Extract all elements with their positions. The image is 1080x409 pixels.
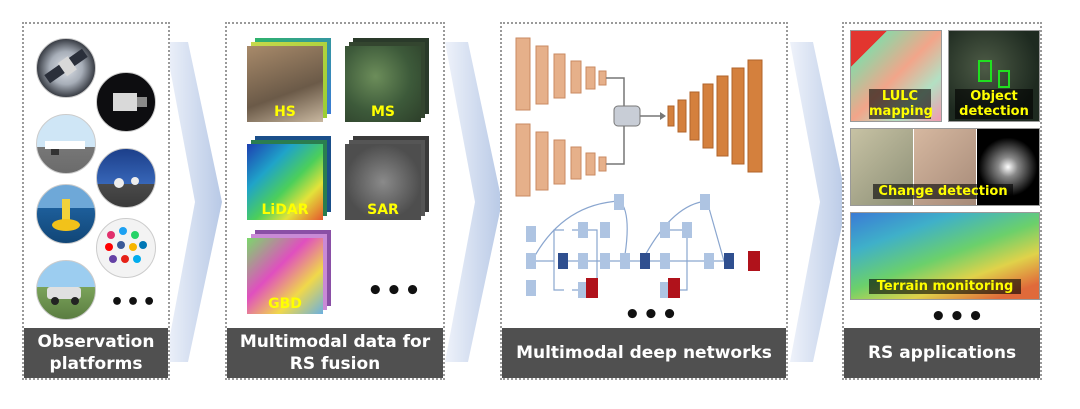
lidar-label: LiDAR xyxy=(261,202,309,218)
applications-ellipsis: ••• xyxy=(930,302,986,332)
aircraft-image xyxy=(36,114,96,174)
lulc-mapping-label-line2: mapping xyxy=(869,104,933,119)
flow-arrow-3 xyxy=(790,42,847,362)
observation-platforms-label-line2: platforms xyxy=(49,354,143,374)
rs-applications-panel: LULC mapping Object detection Change det… xyxy=(842,22,1042,380)
lulc-mapping-label-line1: LULC xyxy=(881,89,919,104)
deep-networks-label: Multimodal deep networks xyxy=(502,328,786,378)
observatory-image xyxy=(96,148,156,208)
lulc-mapping-label: LULC mapping xyxy=(869,89,933,119)
lidar-tile: LiDAR xyxy=(247,136,331,220)
change-detection-tile: Change detection xyxy=(850,128,1040,206)
decoder xyxy=(667,59,763,173)
sar-label: SAR xyxy=(367,202,399,218)
rs-applications-label: RS applications xyxy=(844,328,1040,378)
graph-nodes xyxy=(526,194,760,298)
platforms-ellipsis: ••• xyxy=(110,290,159,315)
bottom-encoder xyxy=(515,123,607,197)
network-diagram xyxy=(515,37,763,298)
multimodal-data-label-line1: Multimodal data for xyxy=(239,332,431,352)
sar-tile: SAR xyxy=(345,136,429,220)
buoy-image xyxy=(36,184,96,244)
hs-tile: HS xyxy=(247,38,331,122)
object-detection-label: Object detection xyxy=(955,89,1033,119)
satellite-image xyxy=(36,38,96,98)
data-ellipsis: ••• xyxy=(367,276,423,306)
object-detection-tile: Object detection xyxy=(948,30,1040,122)
spacecraft-image xyxy=(96,72,156,132)
multimodal-data-label-line2: RS fusion xyxy=(289,354,381,374)
flow-arrow-1 xyxy=(165,42,222,362)
observation-platforms-label-line1: Observation xyxy=(37,332,155,352)
ms-label: MS xyxy=(370,104,395,120)
multimodal-data-panel: HS MS LiDAR SAR GBD ••• Multimodal data … xyxy=(225,22,445,380)
ms-tile: MS xyxy=(345,38,429,122)
top-encoder xyxy=(515,37,607,111)
graph-network xyxy=(531,200,725,291)
deep-networks-panel: ••• Multimodal deep networks xyxy=(500,22,788,380)
object-detection-label-line2: detection xyxy=(959,104,1029,119)
terrain-monitoring-label: Terrain monitoring xyxy=(869,279,1021,294)
object-detection-label-line1: Object xyxy=(970,89,1018,104)
terrain-monitoring-tile: Terrain monitoring xyxy=(850,212,1040,300)
change-detection-label: Change detection xyxy=(873,184,1013,199)
networks-ellipsis: ••• xyxy=(624,300,680,330)
vehicle-image xyxy=(36,260,96,320)
social-media-image xyxy=(96,218,156,278)
gbd-label: GBD xyxy=(268,296,302,312)
flow-arrow-2 xyxy=(445,42,502,362)
lulc-mapping-tile: LULC mapping xyxy=(850,30,942,122)
gbd-tile: GBD xyxy=(247,230,331,314)
hs-label: HS xyxy=(274,104,296,120)
